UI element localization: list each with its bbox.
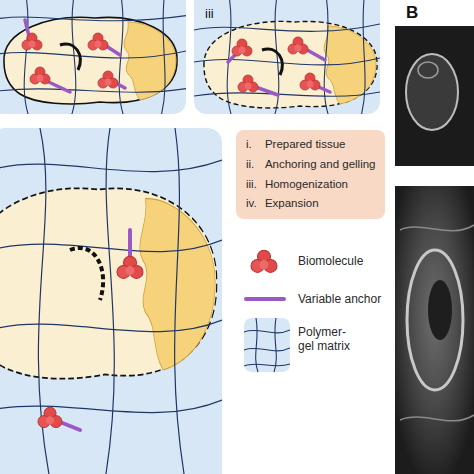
step-numeral: iv. [246,197,257,211]
panel-anchoring [0,0,186,114]
legend-text: Biomolecule [298,254,363,268]
step-name: Prepared tissue [265,138,376,152]
step-numeral: i. [246,138,257,152]
panel-letter: B [404,3,420,23]
legend-text: Polymer-gel matrix [298,325,360,354]
panel-expansion [0,128,222,474]
step-name: Expansion [265,197,376,211]
legend-samples [244,250,290,372]
step-list-box: i. Prepared tissue ii. Anchoring and gellin… [236,130,385,219]
step-name: Homogenization [265,178,376,192]
panel-homogenization [194,0,380,114]
step-numeral: iii. [246,178,257,192]
step-list: i. Prepared tissue ii. Anchoring and gellin… [246,138,375,211]
panel-numeral: iii [203,6,216,22]
microscopy-image [395,26,474,474]
legend-text: Variable anchor [298,292,381,306]
step-name: Anchoring and gelling [265,158,376,172]
step-numeral: ii. [246,158,257,172]
